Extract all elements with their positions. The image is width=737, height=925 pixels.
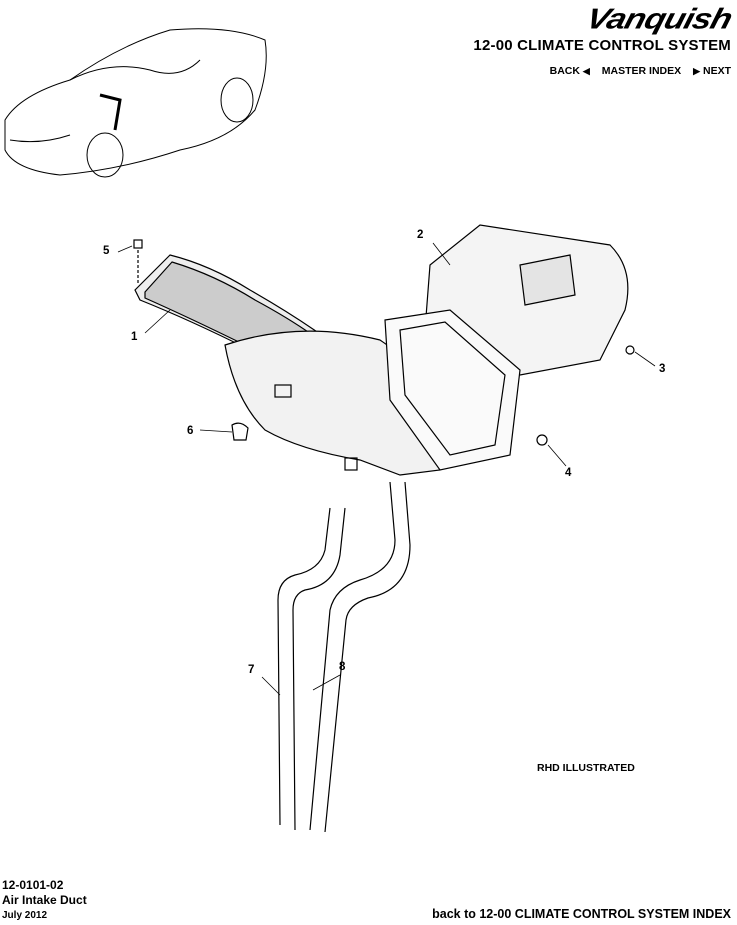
part-2-filter-housing — [384, 224, 629, 471]
callout-5: 5 — [103, 245, 110, 257]
fasteners — [133, 239, 635, 446]
part-name: Air Intake Duct — [2, 893, 87, 907]
part-4-nut — [536, 434, 548, 446]
leader-lines — [117, 242, 656, 696]
callout-7: 7 — [248, 664, 255, 676]
back-link[interactable]: BACK ◀ — [550, 65, 590, 77]
triangle-left-icon: ◀ — [582, 66, 590, 76]
back-label: BACK — [549, 65, 580, 77]
callout-3: 3 — [659, 363, 666, 375]
callout-6: 6 — [187, 425, 194, 437]
callout-4: 4 — [565, 467, 572, 479]
part-5-bolt — [133, 239, 143, 249]
part-7-pipe — [277, 507, 346, 831]
publication-date: July 2012 — [2, 910, 48, 921]
callout-2: 2 — [417, 229, 424, 241]
car-locator-illustration — [4, 28, 267, 178]
part-8-pipe — [309, 481, 411, 833]
rhd-illustrated-note: RHD ILLUSTRATED — [537, 762, 635, 774]
triangle-right-icon: ▶ — [693, 66, 701, 76]
next-label: NEXT — [702, 65, 731, 77]
part-number: 12-0101-02 — [2, 878, 64, 892]
navigation-bar: BACK ◀ MASTER INDEX ▶ NEXT — [550, 65, 731, 77]
callout-8: 8 — [339, 661, 346, 673]
part-6-clip — [231, 422, 249, 441]
section-title: 12-00 CLIMATE CONTROL SYSTEM — [473, 37, 731, 54]
callout-1: 1 — [131, 331, 138, 343]
next-link[interactable]: ▶ NEXT — [693, 65, 731, 77]
part-3-screw — [625, 345, 635, 355]
back-to-index-link[interactable]: back to 12-00 CLIMATE CONTROL SYSTEM IND… — [432, 907, 731, 921]
master-index-link[interactable]: MASTER INDEX — [601, 65, 682, 77]
